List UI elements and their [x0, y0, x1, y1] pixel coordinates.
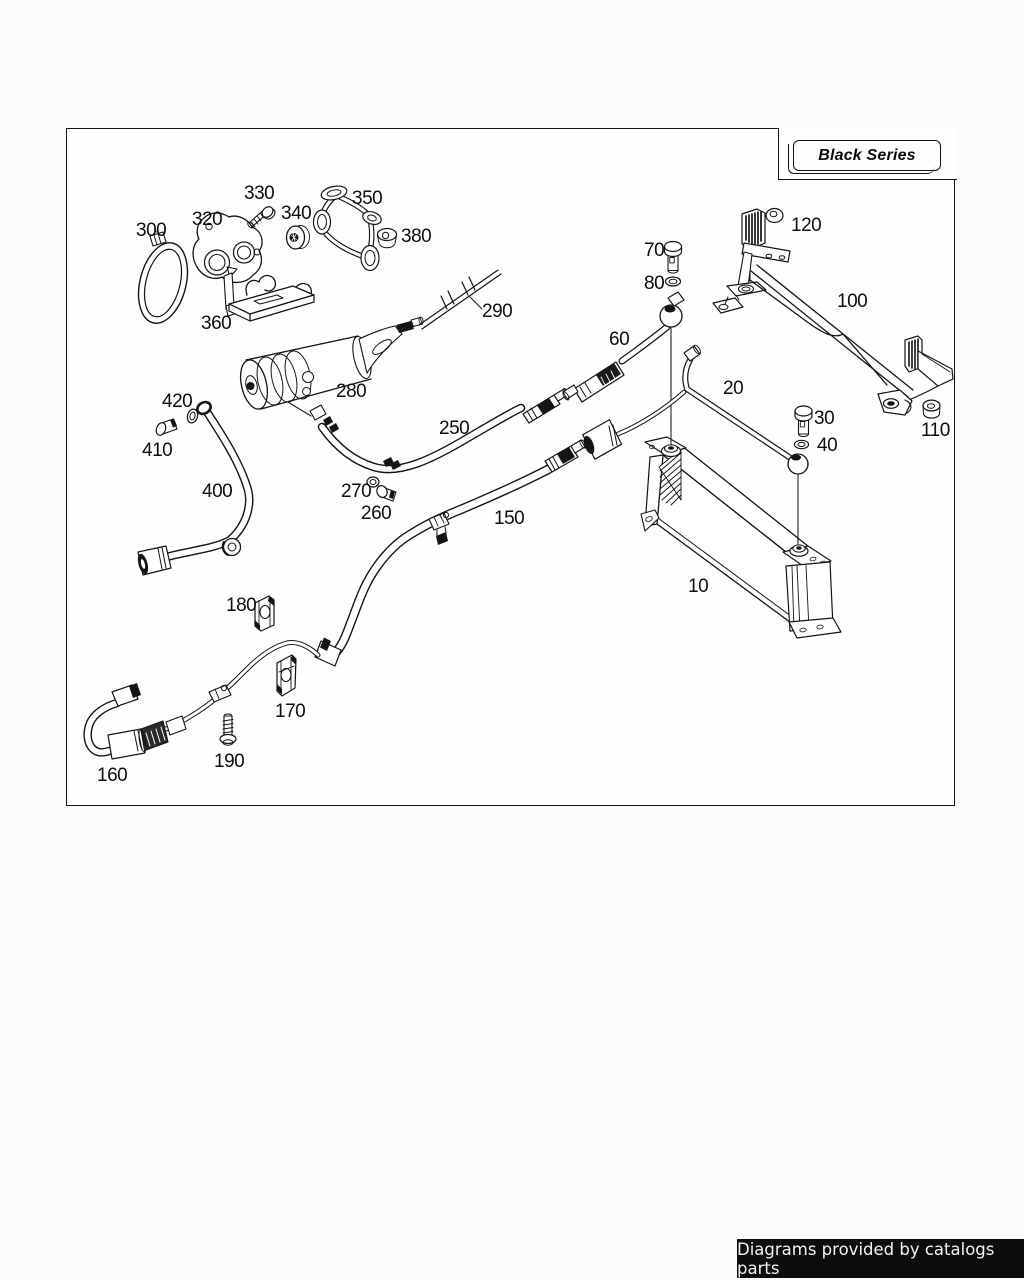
black-series-badge: Black Series — [778, 128, 957, 180]
part-20-pipe-drawing — [582, 344, 809, 475]
part-400-hose-drawing — [137, 400, 254, 576]
part-150-hose-drawing — [140, 439, 587, 751]
part-330-screw-drawing — [247, 206, 276, 229]
part-30-bolt-drawing — [794, 405, 813, 438]
part-70-bolt-drawing — [663, 240, 683, 274]
part-340-grommet-drawing — [285, 225, 310, 250]
part-290-pipe-drawing — [418, 269, 502, 330]
part-320-bracket-drawing — [192, 212, 263, 284]
part-120-nut-drawing — [765, 207, 784, 224]
black-series-plate: Black Series — [788, 140, 941, 174]
footer-text: Diagrams provided by catalogs parts — [737, 1239, 995, 1278]
part-380-nut-drawing — [376, 227, 398, 249]
part-300-clamp-drawing — [137, 226, 189, 324]
part-250-hose-drawing — [309, 388, 570, 474]
part-80-washer-drawing — [664, 276, 682, 287]
part-410-plug-drawing — [155, 418, 178, 436]
part-260-plug-drawing — [376, 485, 397, 502]
part-270-oring-drawing — [366, 476, 380, 488]
part-170-clip-drawing — [276, 654, 297, 697]
part-10-oil-cooler-drawing — [640, 436, 842, 639]
footer-bar: Diagrams provided by catalogs parts — [737, 1239, 1024, 1278]
part-350-bracket-drawing — [312, 185, 382, 272]
part-360-holder-drawing — [223, 272, 315, 322]
part-160-hose-drawing — [83, 683, 147, 760]
part-110-nut-drawing — [922, 399, 941, 419]
part-280-canister-drawing — [239, 316, 424, 410]
part-60-hose-drawing — [562, 291, 685, 403]
part-40-washer-drawing — [793, 439, 810, 450]
badge-label: Black Series — [818, 146, 916, 164]
part-100-brace-drawing — [712, 208, 954, 416]
part-420-washer-drawing — [186, 408, 199, 424]
part-180-clip-drawing — [254, 595, 275, 632]
part-150-pipe-clamp-drawing — [208, 684, 232, 703]
part-190-screw-drawing — [219, 713, 237, 746]
part-150-hose-clamp-drawing — [428, 511, 450, 545]
